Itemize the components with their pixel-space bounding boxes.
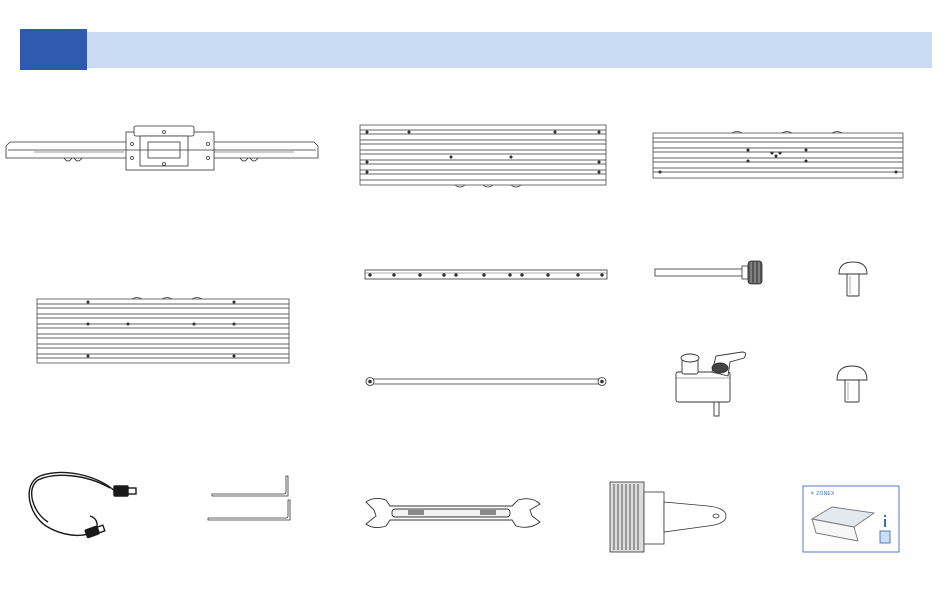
section-number-block xyxy=(20,29,87,70)
ribbed-plate-large-icon xyxy=(359,124,607,188)
link-rod-icon xyxy=(364,375,608,389)
rail-with-carriage-icon xyxy=(4,124,320,180)
ribbed-plate-right-icon xyxy=(652,132,904,180)
usb-cable-icon xyxy=(26,466,138,546)
cleaning-brush-icon xyxy=(608,480,730,554)
short-bolt-2-icon xyxy=(834,364,870,406)
long-pin-icon xyxy=(654,258,766,288)
flat-bar-with-holes-icon xyxy=(364,268,608,282)
manual-brand-label: ⚘ ZONEX xyxy=(810,491,835,497)
header-band xyxy=(20,32,932,68)
short-bolt-1-icon xyxy=(836,260,870,300)
hex-keys-icon xyxy=(206,474,292,524)
ribbed-plate-left-icon xyxy=(36,298,290,366)
user-manual-icon: ⚘ ZONEX xyxy=(802,485,900,553)
open-end-wrench-icon xyxy=(362,494,542,534)
clamp-block-icon xyxy=(672,346,752,418)
